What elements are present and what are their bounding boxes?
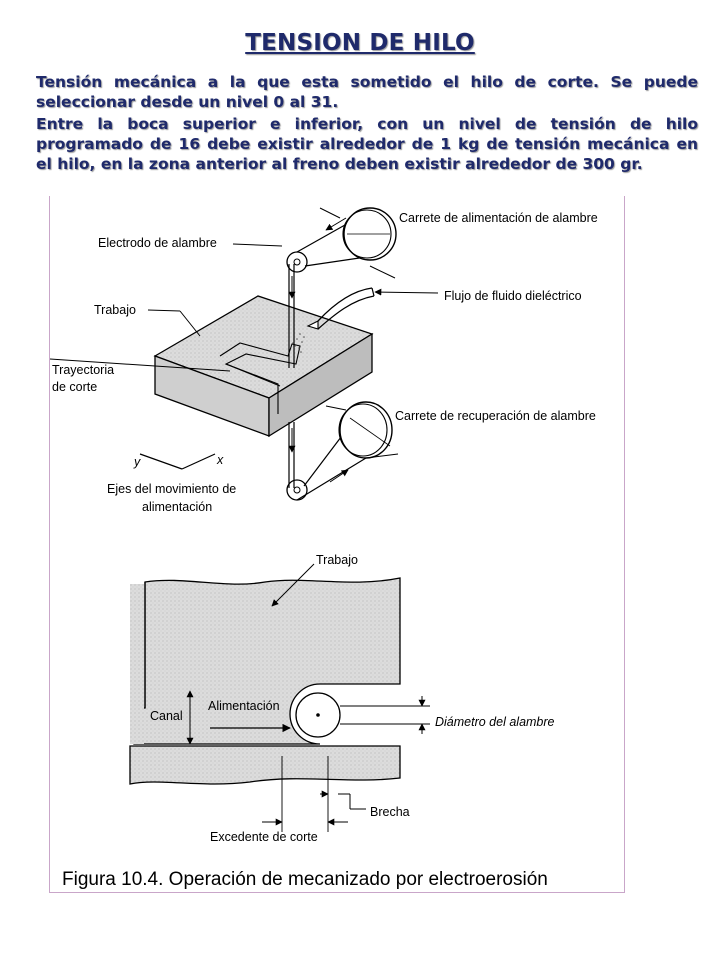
edm-diagram: Carrete de alimentación de alambre Elect… [49, 207, 598, 890]
paragraph-tension-values: Entre la boca superior e inferior, con u… [36, 115, 698, 173]
label-cut-path-1: Trayectoria [52, 363, 114, 377]
label-axes-1: Ejes del movimiento de [107, 482, 236, 496]
label-axis-x: x [216, 453, 224, 467]
label-axis-y: y [133, 455, 141, 469]
wire-cross-section [295, 692, 341, 738]
label-gap: Brecha [370, 805, 410, 819]
label-feed: Alimentación [208, 699, 280, 713]
label-feed-spool: Carrete de alimentación de alambre [399, 211, 598, 225]
dielectric-nozzle [292, 287, 375, 353]
label-axes-2: alimentación [142, 500, 212, 514]
workpiece-section [129, 577, 401, 785]
feed-axes [139, 453, 216, 470]
label-wire-diameter: Diámetro del alambre [435, 715, 555, 729]
label-takeup-spool: Carrete de recuperación de alambre [395, 409, 596, 423]
page-title: TENSION DE HILO [245, 30, 475, 56]
takeup-spool [325, 401, 399, 459]
feed-spool [319, 207, 397, 279]
figure-frame: Carrete de alimentación de alambre Elect… [49, 196, 625, 893]
label-channel: Canal [150, 709, 183, 723]
paragraph-tension-range: Tensión mecánica a la que esta sometido … [36, 73, 698, 111]
workpiece-block [153, 295, 374, 438]
figure-caption: Figura 10.4. Operación de mecanizado por… [62, 869, 548, 890]
label-cut-path-2: de corte [52, 380, 97, 394]
label-workpiece-top: Trabajo [94, 303, 136, 317]
label-electrode: Electrodo de alambre [98, 236, 217, 250]
label-dielectric-flow: Flujo de fluido dieléctrico [444, 289, 582, 303]
label-workpiece-bottom: Trabajo [316, 553, 358, 567]
label-overcut: Excedente de corte [210, 830, 318, 844]
